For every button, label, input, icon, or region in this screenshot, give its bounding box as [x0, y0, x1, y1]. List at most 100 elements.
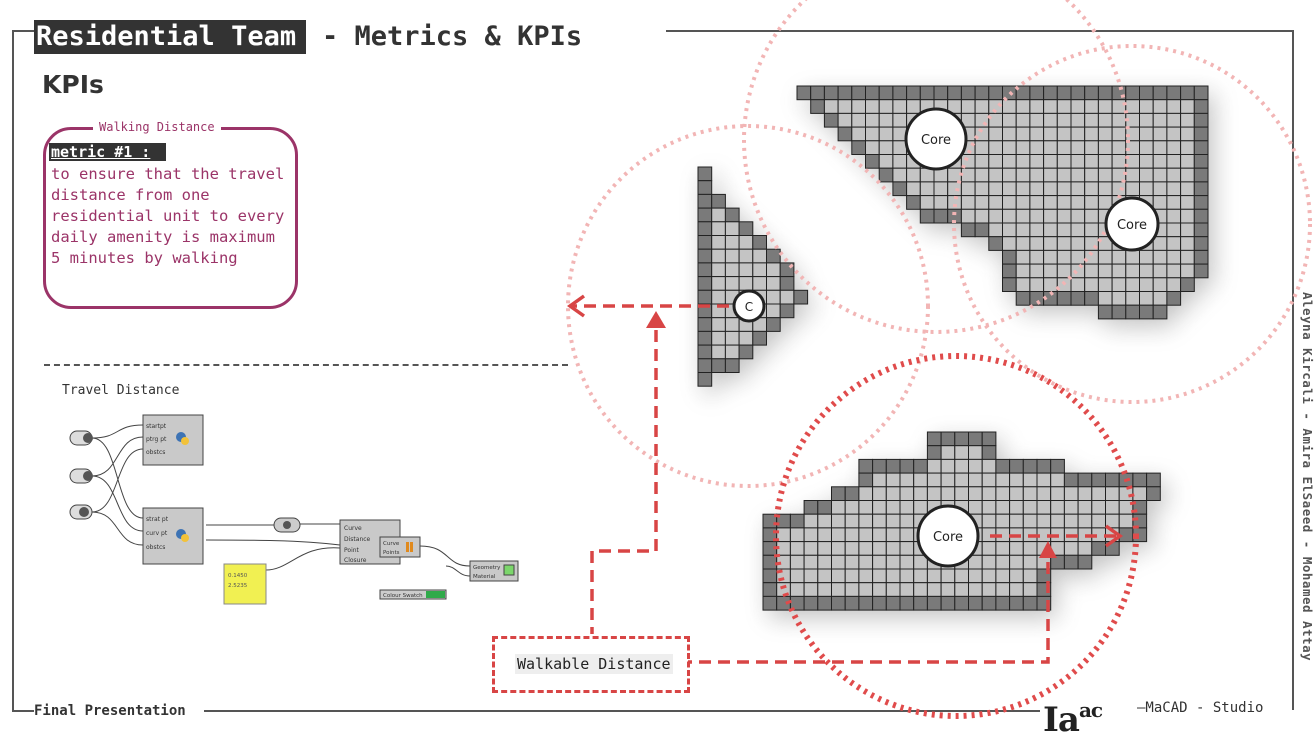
grid-cell	[711, 289, 726, 305]
grid-cell	[988, 222, 1003, 238]
path-to-walkable	[590, 330, 658, 634]
graph-port: 0.1450	[228, 573, 248, 579]
metric-description: to ensure that the travel distance from …	[51, 164, 296, 269]
arrowhead-up-right	[1039, 541, 1057, 558]
grid-cell	[1146, 486, 1161, 501]
grid-cell	[926, 582, 942, 597]
grid-cell	[1139, 154, 1154, 169]
grid-cell	[1166, 154, 1182, 169]
grid-cell	[974, 208, 990, 224]
grid-cell	[988, 181, 1003, 197]
grid-cell	[1015, 140, 1031, 156]
grid-cell	[766, 303, 781, 319]
grid-cell	[981, 582, 997, 597]
grid-cell	[1043, 140, 1058, 156]
grid-cell	[885, 458, 901, 474]
grid-cell	[1118, 486, 1134, 501]
grid-cell	[878, 140, 894, 156]
grid-cell	[865, 112, 880, 128]
grid-cell	[1077, 500, 1093, 515]
grid-cell	[1097, 304, 1113, 320]
grid-cell	[1002, 195, 1017, 210]
grid-cell	[1084, 140, 1099, 156]
grid-cell	[697, 248, 713, 264]
grid-cell	[974, 195, 990, 210]
grid-cell	[954, 568, 969, 584]
grid-cell	[988, 154, 1003, 169]
grid-cell	[995, 541, 1011, 556]
grid-cell	[738, 344, 754, 360]
grid-cell	[858, 472, 874, 488]
grid-cell	[1084, 208, 1099, 224]
grid-cell	[1193, 222, 1209, 238]
grid-cell	[885, 472, 901, 488]
grid-cell	[872, 554, 887, 570]
grid-cell	[906, 167, 921, 183]
grid-cell	[1009, 513, 1024, 529]
grid-cell	[1056, 167, 1072, 183]
section-divider	[44, 364, 568, 366]
grid-cell	[988, 208, 1003, 224]
grid-cell	[1015, 126, 1031, 142]
grid-cell	[1139, 85, 1154, 101]
grid-cell	[831, 541, 846, 556]
grid-cell	[724, 248, 740, 264]
grid-cell	[1180, 99, 1195, 114]
grid-cell	[810, 99, 825, 114]
python-node-a: startpt ptrg pt obstcs	[142, 414, 204, 466]
grid-cell	[1180, 126, 1195, 142]
grid-cell	[1084, 85, 1099, 101]
grid-cell	[1166, 126, 1182, 142]
grid-cell	[858, 568, 874, 584]
grid-cell	[892, 99, 908, 114]
graph-wires	[91, 424, 471, 577]
grid-cell	[872, 568, 887, 584]
grid-cell	[831, 486, 846, 501]
grid-cell	[1152, 167, 1168, 183]
grid-cell	[1015, 99, 1031, 114]
grid-cell	[1029, 140, 1045, 156]
grid-cell	[865, 126, 880, 142]
grid-cell	[697, 317, 713, 332]
grid-cell	[1063, 500, 1079, 515]
grid-cell	[981, 554, 997, 570]
grid-cell	[1029, 85, 1045, 101]
grid-cell	[1125, 304, 1141, 320]
grid-cell	[724, 276, 740, 291]
grid-cell	[1139, 263, 1154, 279]
grid-cell	[1125, 263, 1141, 279]
grasshopper-graph: startpt ptrg pt obstcs strat pt curv pt …	[69, 414, 519, 605]
grid-cell	[1015, 167, 1031, 183]
grid-cell	[926, 458, 942, 474]
grid-cell	[789, 568, 805, 584]
grid-cell	[1015, 236, 1031, 251]
grid-cell	[954, 458, 969, 474]
grid-cell	[892, 112, 908, 128]
grid-cell	[960, 181, 976, 197]
grid-cell	[1152, 181, 1168, 197]
grid-cell	[995, 582, 1011, 597]
grid-cell	[844, 486, 860, 501]
graph-port: Distance	[344, 536, 371, 543]
grid-cell	[1193, 181, 1209, 197]
grid-cell	[940, 595, 956, 611]
grid-cell	[1043, 112, 1058, 128]
grid-cell	[1015, 112, 1031, 128]
grid-cell	[919, 85, 935, 101]
slider-node	[69, 468, 93, 484]
grid-cell	[752, 235, 767, 250]
grid-cell	[697, 235, 713, 250]
grid-cell	[974, 140, 990, 156]
metric-line: 5 minutes by walking	[51, 249, 238, 267]
grid-cell	[752, 276, 767, 291]
grid-cell	[1097, 181, 1113, 197]
grid-cell	[974, 85, 990, 101]
grid-cell	[738, 235, 754, 250]
grid-cell	[892, 154, 908, 169]
grid-cell	[1193, 140, 1209, 156]
grid-cell	[988, 236, 1003, 251]
grid-cell	[892, 85, 908, 101]
grid-cell	[1050, 500, 1065, 515]
radius-circle-top	[742, 0, 1130, 334]
grid-cell	[1029, 277, 1045, 292]
